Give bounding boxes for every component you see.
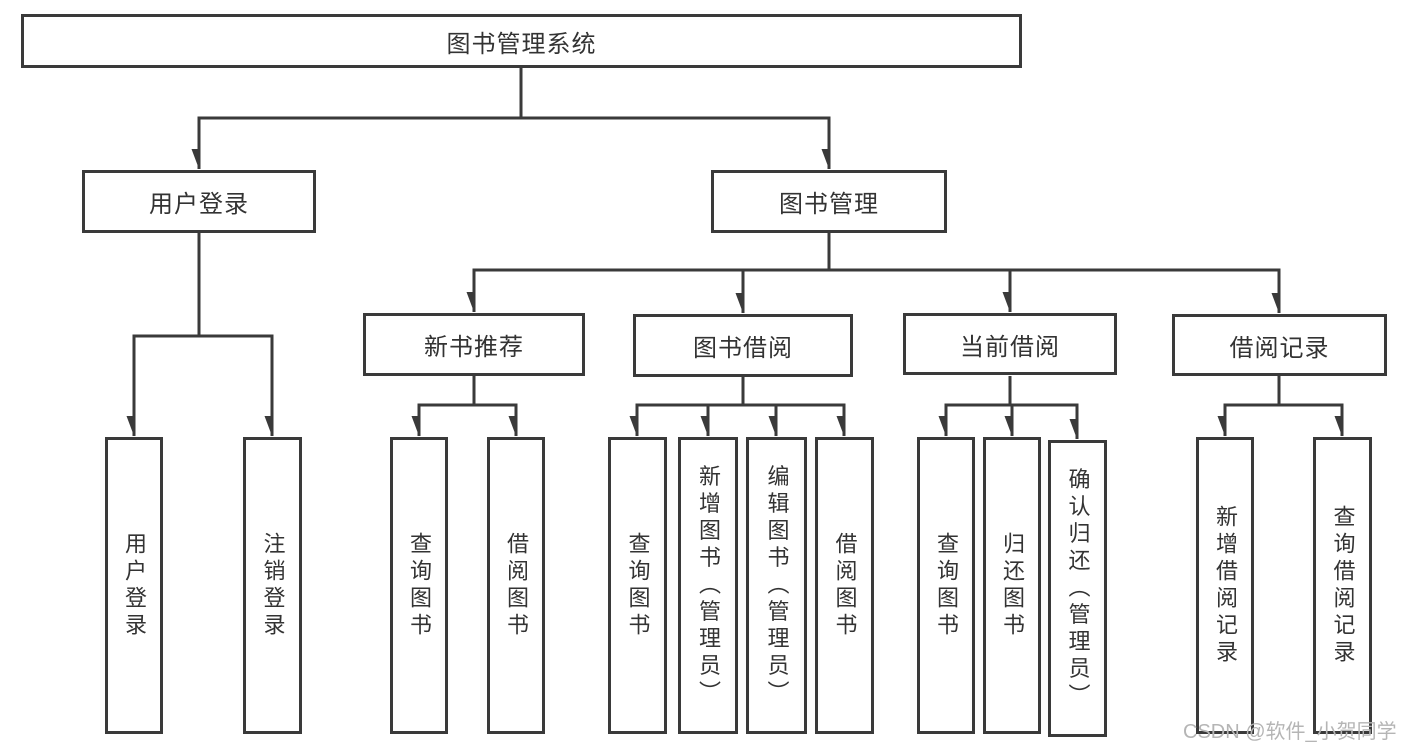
csdn-watermark: CSDN @软件_小贺同学 — [1183, 721, 1397, 743]
node-leaf-borrow-book-1: 借阅图书 — [487, 437, 545, 734]
node-leaf-query-borrow-record-label: 查询借阅记录 — [1330, 504, 1356, 667]
node-leaf-query-book-1-label: 查询图书 — [407, 531, 432, 640]
node-leaf-logout-label: 注销登录 — [260, 531, 286, 640]
node-leaf-add-book: 新增图书（管理员） — [678, 437, 738, 734]
node-leaf-logout: 注销登录 — [243, 437, 302, 734]
node-book-borrow: 图书借阅 — [633, 314, 853, 377]
node-leaf-query-book-2: 查询图书 — [608, 437, 667, 734]
node-new-book-recommend: 新书推荐 — [363, 313, 585, 376]
node-borrow-records: 借阅记录 — [1172, 314, 1387, 376]
node-leaf-add-book-label: 新增图书（管理员） — [696, 464, 721, 707]
node-leaf-add-borrow-record-label: 新增借阅记录 — [1213, 504, 1238, 667]
node-current-borrow: 当前借阅 — [903, 313, 1117, 375]
node-leaf-user-login: 用户登录 — [105, 437, 163, 734]
node-book-management: 图书管理 — [711, 170, 947, 233]
node-leaf-borrow-book-2: 借阅图书 — [815, 437, 874, 734]
node-leaf-user-login-label: 用户登录 — [122, 531, 147, 640]
node-leaf-edit-book: 编辑图书（管理员） — [746, 437, 807, 734]
node-leaf-add-borrow-record: 新增借阅记录 — [1196, 437, 1254, 734]
node-leaf-return-book-label: 归还图书 — [1000, 531, 1025, 640]
node-leaf-query-book-1: 查询图书 — [390, 437, 448, 734]
node-leaf-confirm-return: 确认归还（管理员） — [1048, 440, 1107, 737]
node-leaf-query-borrow-record: 查询借阅记录 — [1313, 437, 1372, 734]
node-leaf-query-book-3-label: 查询图书 — [934, 531, 959, 640]
node-leaf-query-book-2-label: 查询图书 — [625, 531, 651, 640]
node-leaf-confirm-return-label: 确认归还（管理员） — [1065, 467, 1091, 710]
node-leaf-borrow-book-2-label: 借阅图书 — [832, 531, 858, 640]
node-leaf-borrow-book-1-label: 借阅图书 — [504, 531, 529, 640]
node-user-login: 用户登录 — [82, 170, 316, 233]
node-leaf-query-book-3: 查询图书 — [917, 437, 975, 734]
node-leaf-edit-book-label: 编辑图书（管理员） — [764, 464, 790, 707]
node-root-system: 图书管理系统 — [21, 14, 1022, 68]
node-leaf-return-book: 归还图书 — [983, 437, 1041, 734]
